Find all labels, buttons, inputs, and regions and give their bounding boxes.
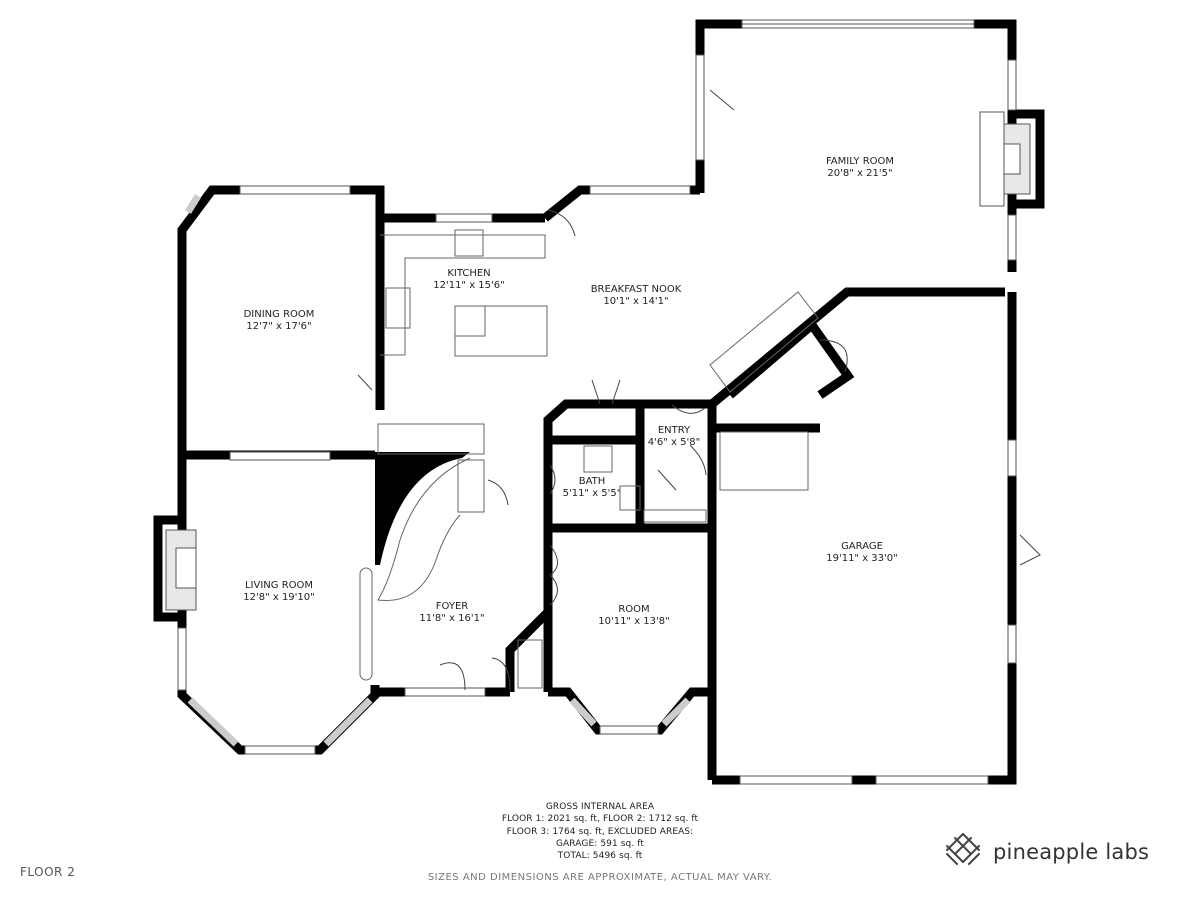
- family-room-name: FAMILY ROOM: [826, 156, 894, 167]
- doors: [357, 89, 1041, 691]
- garage-dims: 19'11" x 33'0": [826, 553, 898, 564]
- area-line-1: FLOOR 1: 2021 sq. ft, FLOOR 2: 1712 sq. …: [501, 814, 699, 825]
- bath-name: BATH: [579, 476, 606, 487]
- foyer-dims: 11'8" x 16'1": [419, 613, 484, 624]
- entry-name: ENTRY: [658, 425, 691, 436]
- living-room-name: LIVING ROOM: [245, 580, 313, 591]
- kitchen-name: KITCHEN: [447, 268, 490, 279]
- area-title: GROSS INTERNAL AREA: [545, 802, 655, 812]
- room-dims: 10'11" x 13'8": [598, 616, 670, 627]
- gross-area-summary: GROSS INTERNAL AREA FLOOR 1: 2021 sq. ft…: [400, 801, 800, 862]
- family-room-dims: 20'8" x 21'5": [827, 168, 892, 179]
- living-room-dims: 12'8" x 19'10": [243, 592, 315, 603]
- area-line-3: GARAGE: 591 sq. ft: [555, 838, 645, 849]
- garage-name: GARAGE: [841, 541, 883, 552]
- disclaimer: SIZES AND DIMENSIONS ARE APPROXIMATE, AC…: [427, 872, 773, 883]
- bath-dims: 5'11" x 5'5": [563, 488, 622, 499]
- pineapple-lattice-icon: [946, 833, 980, 865]
- area-line-2: FLOOR 3: 1764 sq. ft, EXCLUDED AREAS:: [506, 826, 694, 837]
- dining-room-name: DINING ROOM: [244, 309, 315, 320]
- area-line-4: TOTAL: 5496 sq. ft: [557, 851, 643, 862]
- dining-room-dims: 12'7" x 17'6": [246, 321, 311, 332]
- windows: [177, 19, 1017, 785]
- brand-logo: pineapple labs: [943, 832, 1149, 872]
- room-labels: FAMILY ROOM 20'8" x 21'5" KITCHEN 12'11"…: [243, 156, 898, 627]
- fireplaces: [165, 111, 1031, 611]
- foyer-name: FOYER: [436, 601, 469, 612]
- breakfast-nook-dims: 10'1" x 14'1": [603, 296, 668, 307]
- floor-label: FLOOR 2: [20, 865, 76, 879]
- entry-dims: 4'6" x 5'8": [648, 437, 700, 448]
- kitchen-dims: 12'11" x 15'6": [433, 280, 505, 291]
- breakfast-nook-name: BREAKFAST NOOK: [591, 284, 682, 295]
- stair-infill: [375, 452, 470, 565]
- fixtures: [359, 229, 819, 689]
- room-name: ROOM: [618, 604, 649, 615]
- brand-name: pineapple labs: [993, 840, 1150, 864]
